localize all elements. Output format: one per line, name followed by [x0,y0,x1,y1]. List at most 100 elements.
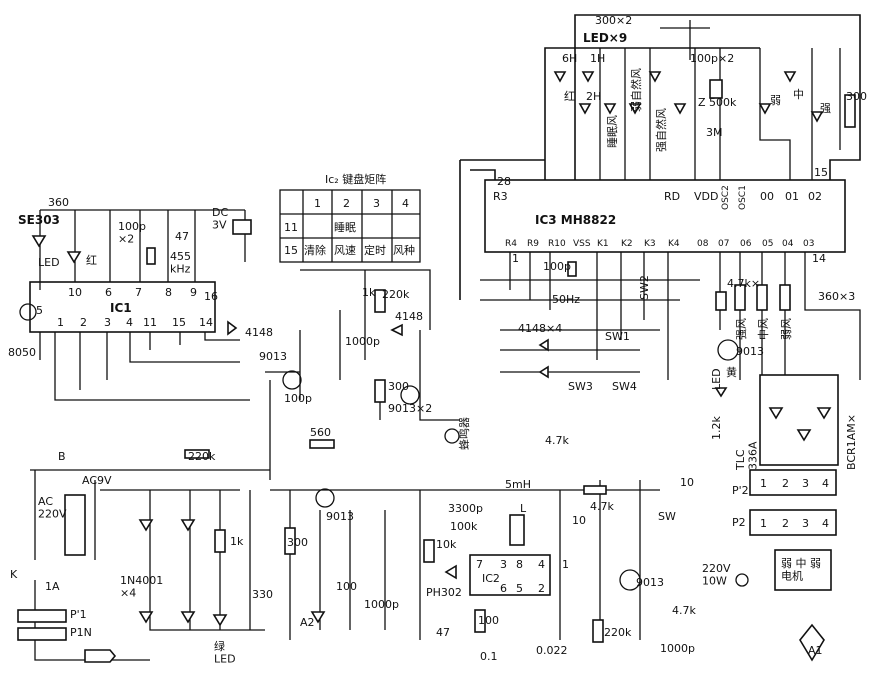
label-10-b: 10 [572,514,586,527]
kb-col1: 1 [314,197,321,210]
label-zhong: 中 [793,88,804,101]
p2-pin3: 3 [802,477,809,490]
resistor-300-b [284,527,296,555]
label-100p-ic3: 100p [543,260,571,273]
label-360: 360 [48,196,69,209]
key-matrix [480,252,700,380]
label-p2-prime: P'2 [732,484,749,497]
photo-ph302-icon [444,564,457,580]
label-bcr1am: BCR1AM× [845,414,858,470]
label-b: B [58,450,66,463]
label-9013-b: 9013 [736,345,764,358]
label-4148: 4148 [245,326,273,339]
label-4.7k-star: 4.7k× [727,277,760,290]
ic3-pin-r9: R9 [527,239,539,249]
led-zhong-icon [783,71,797,83]
label-weak-wind: 弱风 [780,318,793,340]
resistor-220k-mid [184,449,210,459]
ic1-pin4: 4 [126,316,133,329]
label-4.7k-b: 4.7k [590,500,614,513]
connector-p1n [17,627,67,641]
diode-key2-icon [538,365,549,379]
diode-4148-icon [227,320,238,336]
ic3-pin-06: 06 [740,239,752,249]
label-47: 47 [175,230,189,243]
ic1-pin3: 3 [104,316,111,329]
led-extra-icon [673,103,687,115]
led-sleep-icon [603,103,617,115]
ic3-pin-00: 00 [760,190,774,203]
resistor-1k [374,289,386,313]
ic3-pin-04: 04 [782,239,794,249]
label-9013-c: 9013 [326,510,354,523]
label-ruo: 弱 [770,94,781,107]
ic3-pin-vdd: VDD [694,190,718,203]
transistor-9013-a-icon [282,370,302,390]
ir-receiver-icon [31,235,47,248]
transistor-9013-d-icon [619,569,641,591]
p2-pin1: 1 [760,477,767,490]
plug-a2-icon [84,649,117,663]
capacitor-100p-ic3 [567,261,577,277]
label-220k-mid: 220k [188,450,216,463]
transformer-b [64,494,86,556]
kb-row2-timer: 定时 [364,243,386,257]
label-p1n: P1N [70,626,92,639]
ic3-pin-k1: K1 [597,239,609,249]
resistor-220k-b [592,619,604,643]
diode-1-icon [138,519,154,532]
label-led-left: LED [38,256,60,269]
label-sw1: SW1 [605,330,630,343]
ic3-pin-08: 08 [697,239,709,249]
label-1h: 1H [590,52,605,65]
buzzer-driver [184,269,460,480]
ic3-pin14: 14 [812,252,826,265]
label-330: 330 [252,588,273,601]
ic3-pin-osc1: OSC1 [738,185,748,210]
label-47-b: 47 [436,626,450,639]
ic2-pin6: 6 [500,582,507,595]
label-1k: 1k [362,286,376,299]
ic2-pin7: 7 [476,558,483,571]
ic3-pin-02: 02 [808,190,822,203]
ic1-pin15: 15 [172,316,186,329]
diode-4148-mid-icon [390,323,403,337]
label-100p-mid: 100p [284,392,312,405]
led-yellow-icon [714,387,728,398]
label-1000p: 1000p [345,335,380,348]
label-100-b: 100 [336,580,357,593]
label-100px2-left: 100p×2 [118,220,146,246]
label-sw2: SW2 [638,275,651,300]
resistor-10k [423,539,435,563]
ic3-pin-r3: R3 [493,190,508,203]
label-ic2: IC2 [482,572,500,585]
ic2-pin8: 8 [516,558,523,571]
ic3-pin-07: 07 [718,239,729,249]
ic3-pin-k3: K3 [644,239,656,249]
buzzer-icon [444,428,460,444]
kb-row2-speed: 风速 [334,244,356,257]
ic1-pin5: 5 [36,304,43,317]
label-qiang: 强 [820,102,831,115]
triac-2-icon [796,429,812,442]
ic3-bottom-pins: R4 R9 R10 VSS K1 K2 K3 K4 08 07 06 05 04… [505,239,826,265]
ic3-pin-vss: VSS [573,239,591,249]
label-1n4001: 1N4001×4 [120,574,163,600]
kb-row2-clear: 清除 [304,243,326,257]
label-hong-left: 红 [86,254,97,267]
label-300x2: 300×2 [595,14,632,27]
label-50hz: 50Hz [552,293,580,306]
label-220k-top: 220k [382,288,410,301]
ic3-pin-03: 03 [803,239,814,249]
label-led-mid: LED [710,368,723,390]
led-array [553,71,856,128]
p2b-pin4: 4 [822,517,829,530]
lamp-icon [735,573,749,587]
label-mid-wind: 中风 [757,318,770,340]
label-sleep-wind: 睡眠风 [606,115,619,148]
label-sw-b: SW [658,510,676,523]
